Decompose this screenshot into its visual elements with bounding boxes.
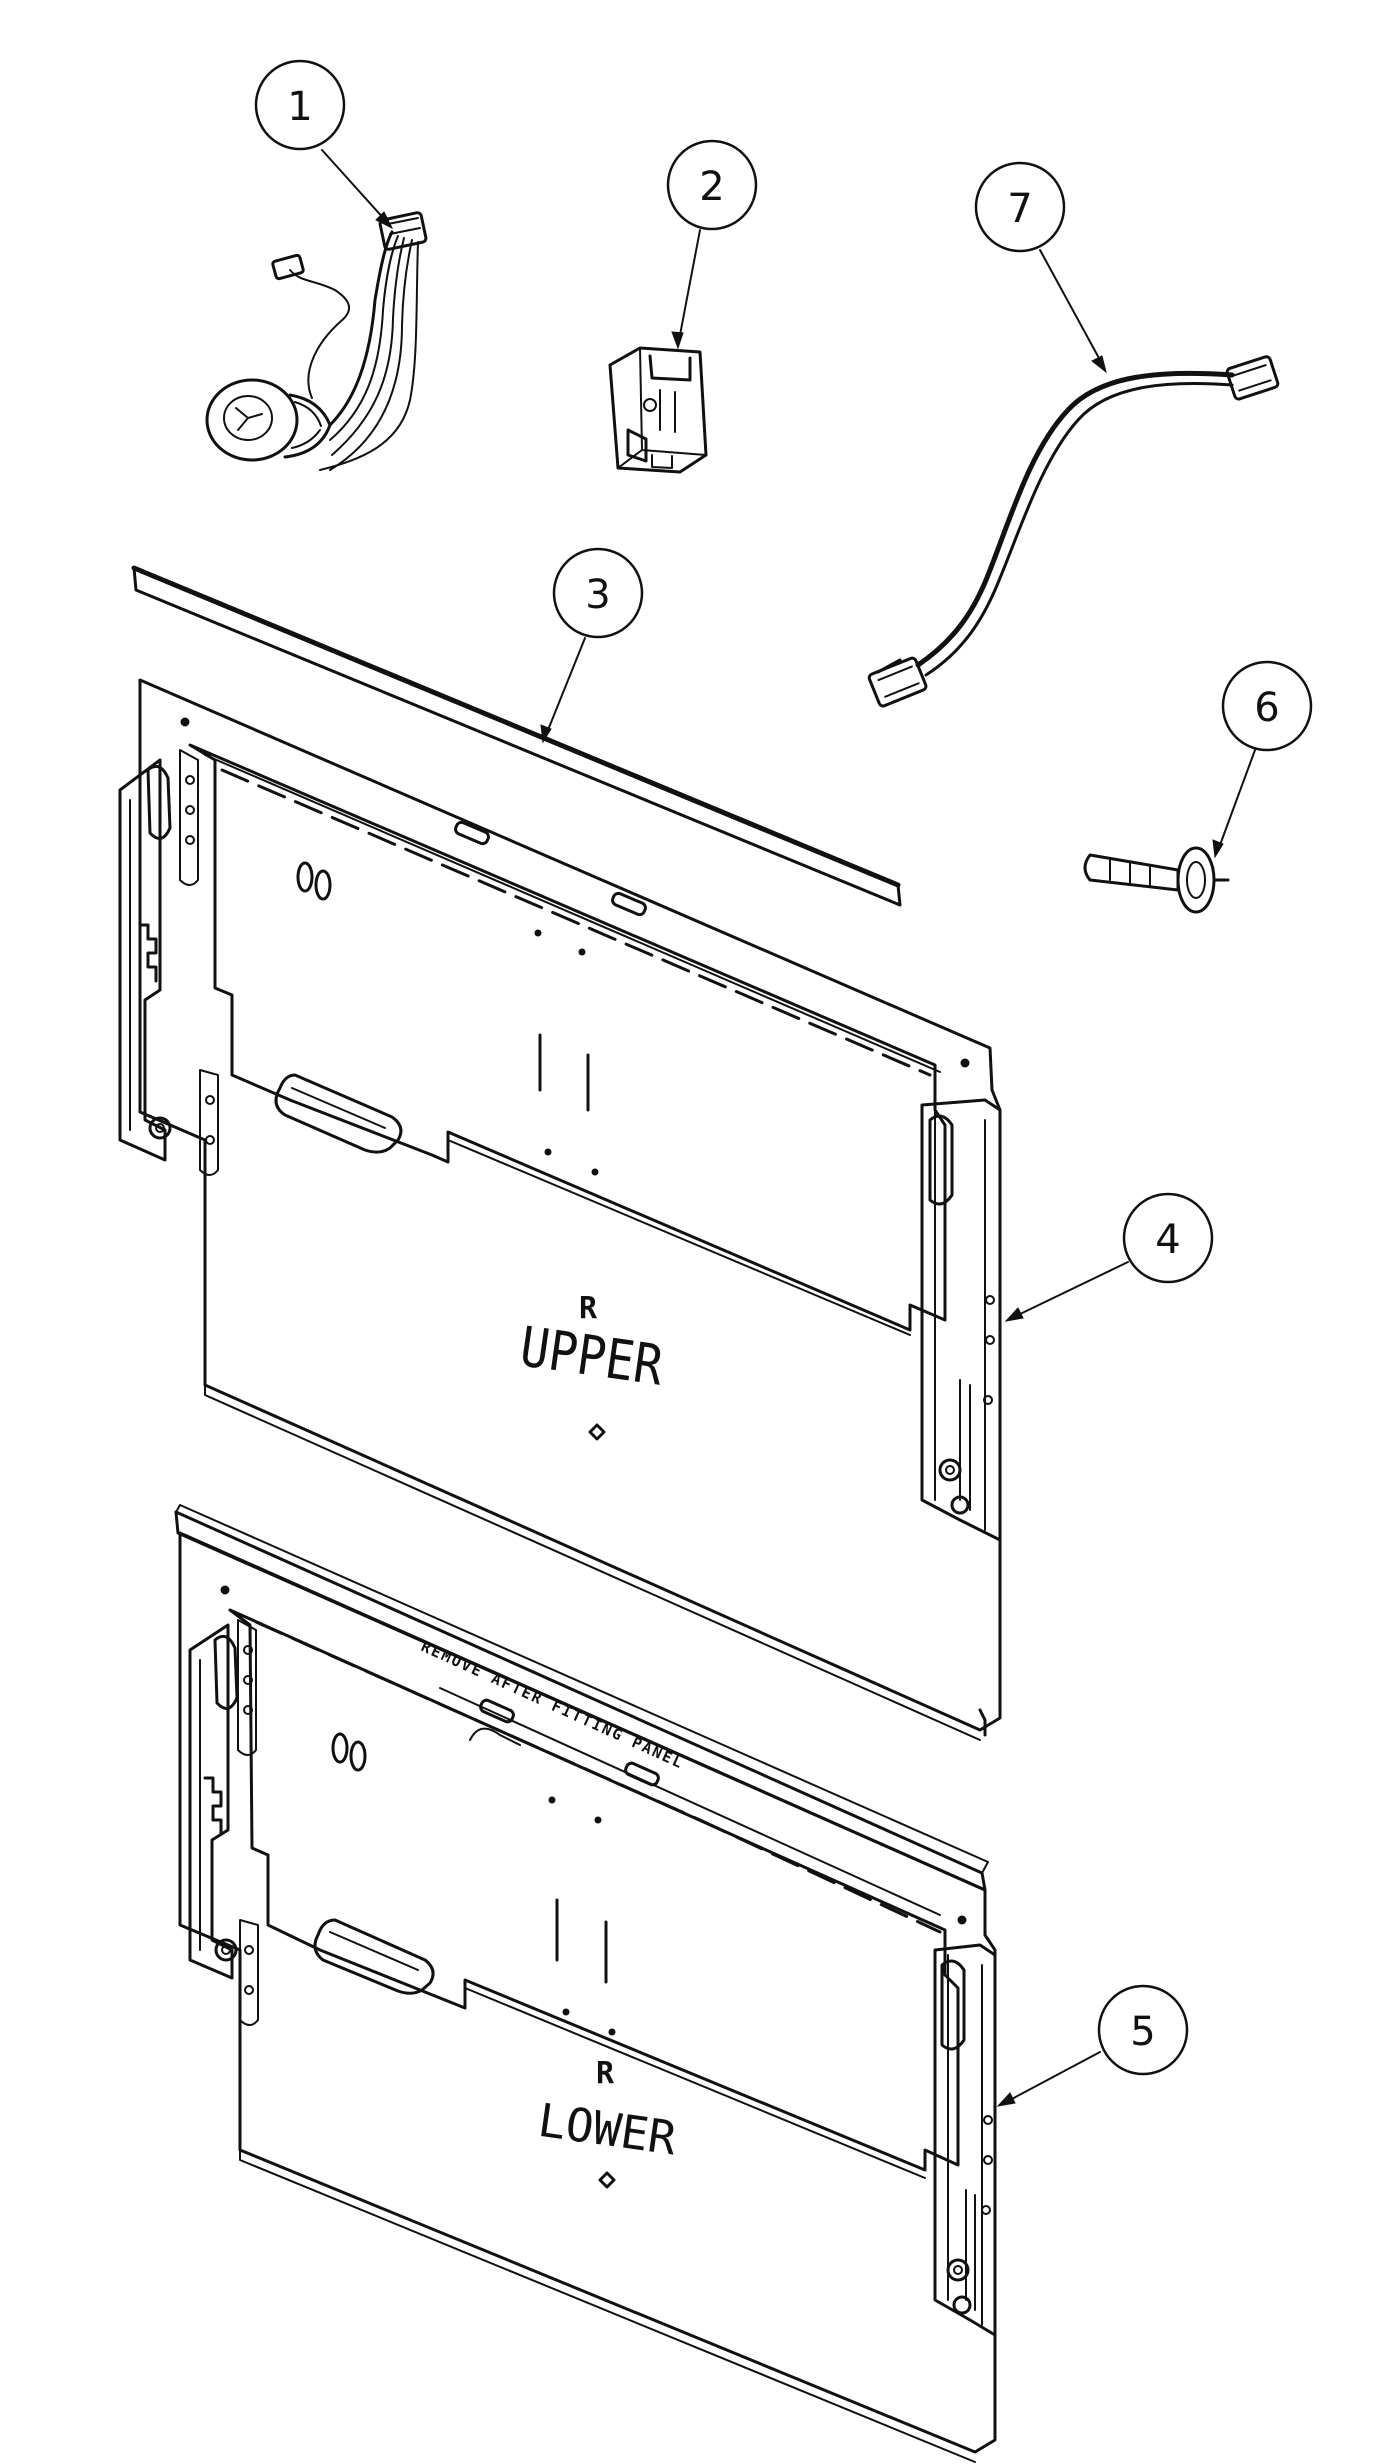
part-1-wiring-harness bbox=[205, 211, 428, 471]
cable-connector-upper bbox=[1225, 355, 1280, 401]
small-connector bbox=[271, 253, 305, 281]
part-3-trim-strip bbox=[131, 565, 902, 907]
svg-text:7: 7 bbox=[1007, 186, 1032, 232]
callout-2: 2 bbox=[666, 139, 758, 231]
callout-3: 3 bbox=[552, 547, 644, 639]
callout-6: 6 bbox=[1221, 660, 1313, 752]
lower-right-hinge bbox=[933, 1943, 997, 2337]
harness-connector bbox=[378, 211, 428, 251]
callout-4: 4 bbox=[1122, 1192, 1214, 1284]
part-4-upper-panel: R UPPER bbox=[118, 678, 1002, 1741]
part-6-fastener bbox=[1083, 846, 1230, 914]
callout-5: 5 bbox=[1097, 1984, 1189, 2076]
lower-left-hinge bbox=[188, 1619, 259, 2026]
svg-text:6: 6 bbox=[1254, 685, 1279, 731]
callout-1: 1 bbox=[254, 59, 346, 151]
upper-panel-label: UPPER bbox=[516, 1315, 667, 1398]
upper-left-hinge bbox=[118, 749, 219, 1176]
svg-text:4: 4 bbox=[1155, 1217, 1180, 1263]
lower-side-mark: R bbox=[596, 2056, 615, 2091]
upper-side-mark: R bbox=[579, 1291, 598, 1326]
svg-text:1: 1 bbox=[287, 84, 312, 130]
leader-lines bbox=[321, 149, 1256, 2107]
lower-panel-label: LOWER bbox=[535, 2093, 680, 2166]
svg-text:2: 2 bbox=[699, 164, 724, 210]
part-7-cable bbox=[867, 355, 1280, 708]
callout-7: 7 bbox=[974, 161, 1066, 253]
svg-text:3: 3 bbox=[585, 572, 610, 618]
svg-text:5: 5 bbox=[1130, 2009, 1155, 2055]
lower-stencil-text: REMOVE AFTER FITTING PANEL bbox=[418, 1637, 686, 1772]
upper-right-hinge bbox=[920, 1098, 1002, 1542]
part-5-lower-panel: REMOVE AFTER FITTING PANEL bbox=[174, 1504, 997, 2463]
part-2-switch-block bbox=[608, 346, 708, 474]
cable-connector-lower bbox=[867, 656, 928, 708]
